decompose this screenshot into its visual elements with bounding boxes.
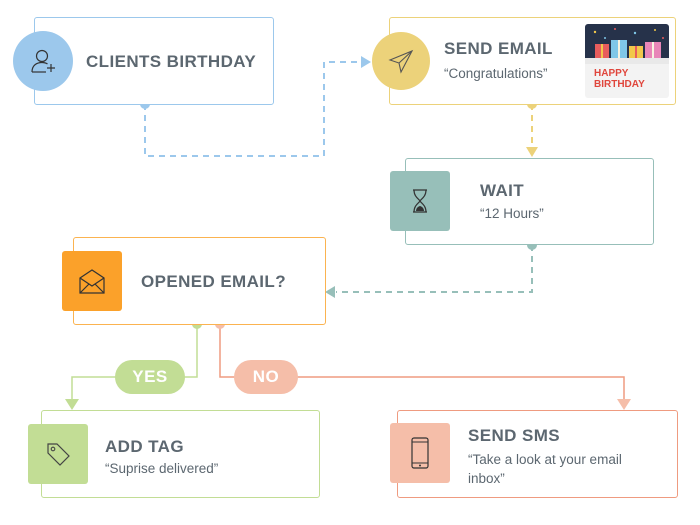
send-sms-subtitle-line-1: “Take a look at your email: [468, 452, 622, 467]
connector-wait-to-opened: [336, 245, 533, 293]
add-user-icon: [31, 49, 55, 73]
envelope-icon: [79, 269, 105, 294]
arrow-head: [526, 147, 538, 157]
birthday-card-line-2: BIRTHDAY: [594, 79, 645, 90]
birthday-card-text: HAPPY BIRTHDAY: [594, 68, 645, 90]
connector-no-branch: [219, 324, 625, 399]
clients-birthday-title: CLIENTS BIRTHDAY: [86, 52, 257, 71]
send-sms-title: SEND SMS: [468, 426, 560, 445]
smartphone-icon: [411, 437, 429, 469]
add-tag-title: ADD TAG: [105, 437, 184, 456]
add-tag-icon-square: [28, 424, 88, 484]
arrow-head: [325, 286, 335, 298]
opened-email-title: OPENED EMAIL?: [141, 272, 286, 291]
send-sms-subtitle-line-2: inbox”: [468, 471, 505, 486]
send-email-title: SEND EMAIL: [444, 39, 553, 58]
no-branch-label: NO: [234, 360, 298, 394]
send-sms-icon-square: [390, 423, 450, 483]
tag-icon: [47, 443, 70, 466]
arrow-head: [617, 399, 631, 410]
send-sms-subtitle: “Take a look at your email inbox”: [468, 450, 622, 488]
paper-plane-icon: [388, 49, 414, 74]
hourglass-icon: [413, 189, 427, 213]
gift-boxes-icon: [585, 28, 669, 64]
opened-email-icon-square: [62, 251, 122, 311]
connector-birthday-to-email: [144, 61, 363, 157]
clients-birthday-icon-circle: [13, 31, 73, 91]
wait-title: WAIT: [480, 181, 525, 200]
wait-icon-square: [390, 171, 450, 231]
birthday-card-image: HAPPY BIRTHDAY: [585, 24, 669, 98]
send-email-subtitle: “Congratulations”: [444, 66, 548, 81]
arrow-head: [361, 56, 371, 68]
add-tag-subtitle: “Suprise delivered”: [105, 461, 219, 476]
clients-birthday-node[interactable]: [34, 17, 274, 105]
wait-subtitle: “12 Hours”: [480, 206, 544, 221]
birthday-card-line-1: HAPPY: [594, 68, 629, 79]
yes-branch-label: YES: [115, 360, 185, 394]
send-email-icon-circle: [372, 32, 430, 90]
arrow-head: [65, 399, 79, 410]
